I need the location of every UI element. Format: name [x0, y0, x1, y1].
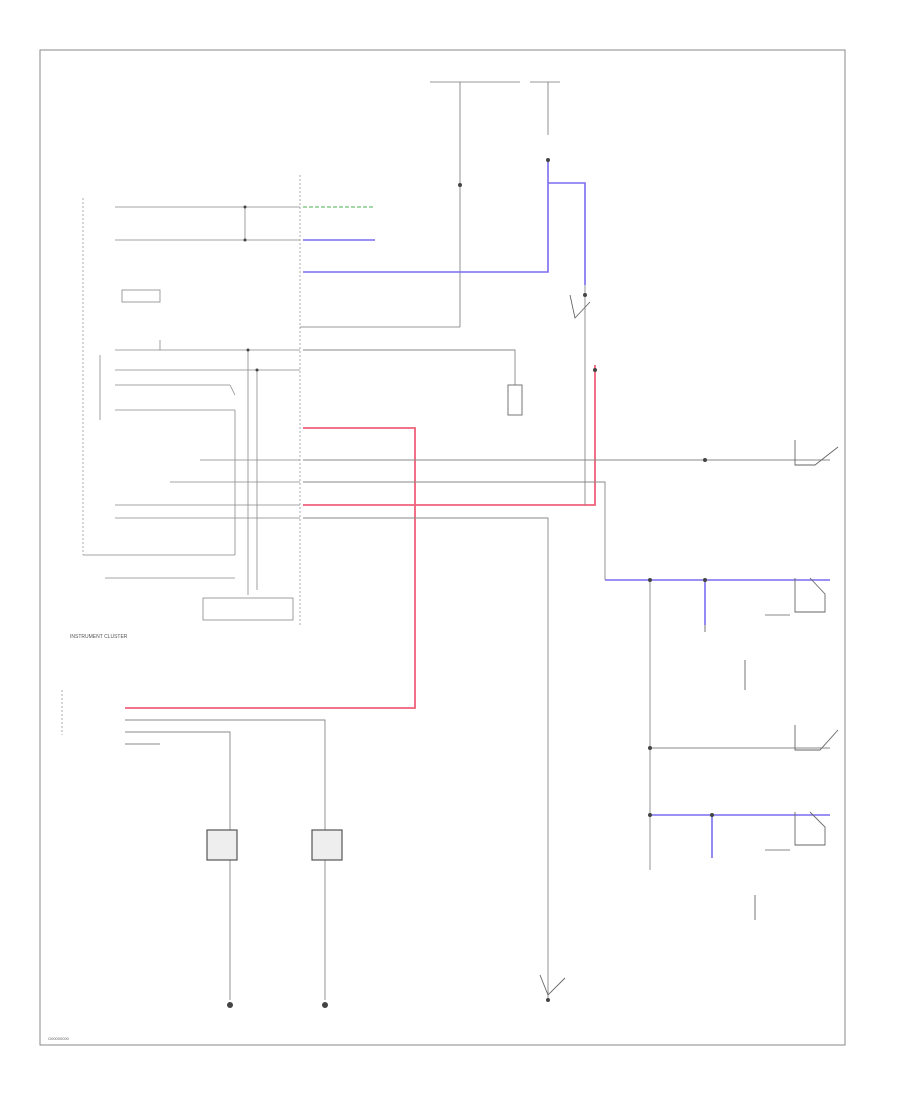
- door-switches: [539, 294, 839, 996]
- instrument-cluster-boundary: [61, 175, 301, 735]
- diagram-frame: [39, 49, 846, 1046]
- blue-wires: [303, 160, 830, 858]
- figure-id-label: G00000000: [48, 1036, 70, 1041]
- speaker-units: [206, 829, 343, 861]
- instrument-cluster-label: INSTRUMENT CLUSTER: [70, 634, 128, 640]
- wire-junctions: [227, 158, 714, 1008]
- red-wires: [125, 365, 596, 709]
- grey-wires: [125, 285, 830, 1000]
- ground-symbols: [507, 384, 756, 920]
- cluster-internal-wiring: [83, 206, 300, 621]
- fuse-box-section: [300, 81, 560, 328]
